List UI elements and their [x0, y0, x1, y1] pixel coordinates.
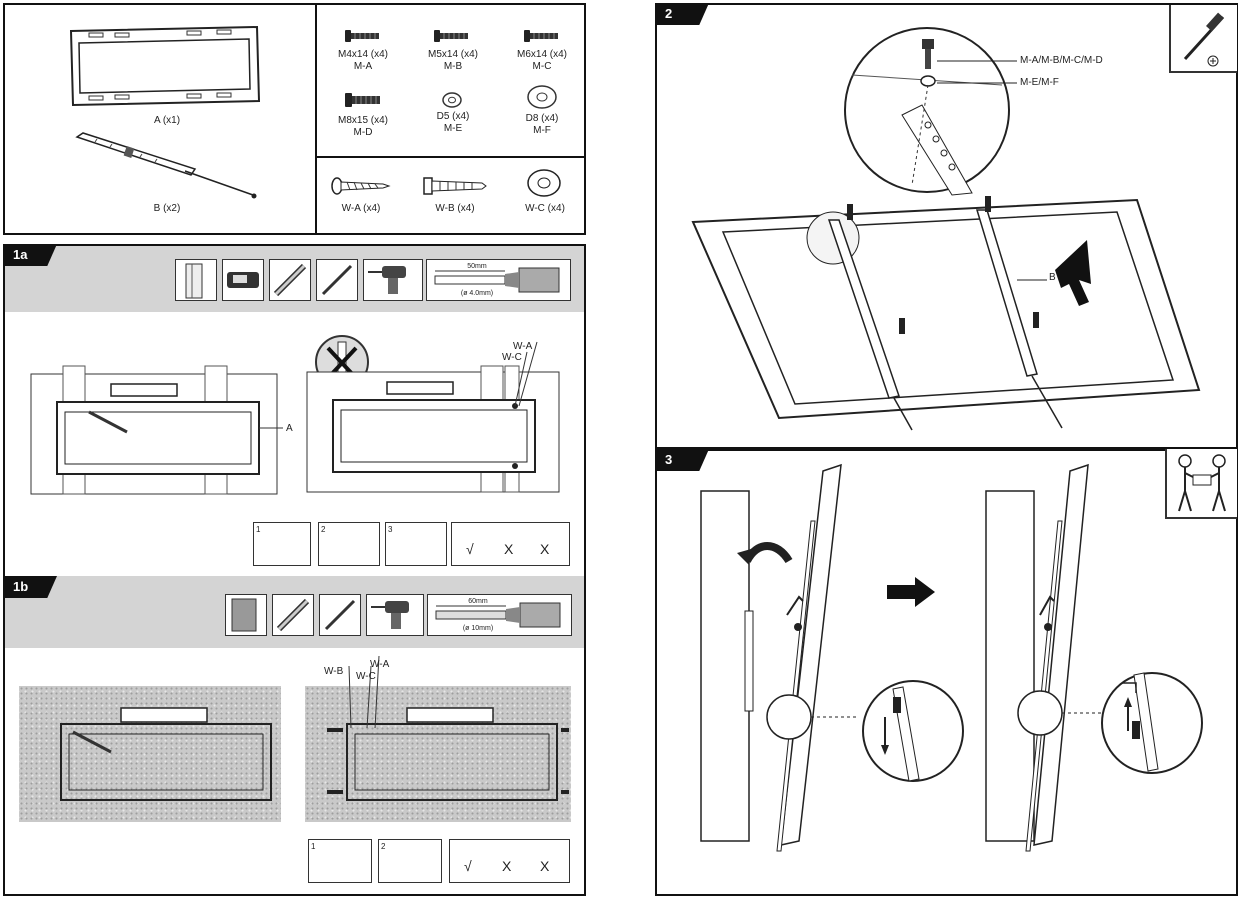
step-3-tag: 3 [655, 449, 709, 471]
step-2-tag: 2 [655, 3, 709, 25]
screwdriver-icon [1169, 5, 1237, 73]
callout-w-b: W-B [324, 666, 344, 677]
part-w-b-label: W-B (x4) [435, 203, 475, 214]
pencil-icon [319, 594, 361, 636]
part-a-label: A (x1) [153, 115, 181, 126]
part-m-c-code: M-C [532, 61, 552, 72]
drill-bit-diagram: 50mm (ø 4.0mm) [426, 259, 571, 301]
callout-w-a: W-A [513, 341, 533, 352]
screw-icon [345, 93, 380, 107]
screw-icon [524, 30, 558, 42]
part-m-b-size: M5x14 (x4) [427, 49, 478, 60]
drill-icon [366, 594, 424, 636]
check-wrong: X [540, 858, 550, 874]
check-wrong: X [504, 541, 514, 557]
step-1-panel: 1a 50mm (ø 4.0mm) A W-A W- [3, 244, 586, 896]
large-washer-icon [527, 169, 561, 197]
washer-icon [527, 85, 557, 109]
callout-screws: M-A/M-B/M-C/M-D [1020, 55, 1103, 66]
drill-diameter-note: (ø 10mm) [462, 625, 494, 632]
stud-finder-icon [222, 259, 264, 301]
parts-panel: A (x1) B (x2) M4x14 (x4) M-A M5x14 (x4) … [3, 3, 586, 235]
drill-icon [363, 259, 423, 301]
level-icon [269, 259, 311, 301]
concrete-wall-icon [225, 594, 267, 636]
step-1b-tag: 1b [3, 576, 57, 598]
part-m-d-size: M8x15 (x4) [337, 115, 388, 126]
callout-a: A [286, 423, 293, 434]
wall-plate-illustration [69, 25, 261, 107]
divider [315, 5, 317, 233]
pencil-icon [316, 259, 358, 301]
callout-b: B [1049, 272, 1056, 283]
wall-anchor-icon [423, 177, 487, 195]
part-m-b-code: M-B [443, 61, 463, 72]
anchored-plate-diagram [327, 655, 569, 801]
arrow-right-icon [887, 577, 935, 607]
wood-screw-icon [331, 177, 391, 195]
mounted-plate-wood-diagram [306, 341, 560, 493]
check-wrong: X [502, 858, 512, 874]
part-w-c-label: W-C (x4) [525, 203, 565, 214]
concrete-plate-diagram [60, 707, 272, 801]
wood-stud-wall-diagram [30, 365, 283, 495]
check-wrong: X [540, 541, 550, 557]
drill-depth-note: 60mm [468, 598, 488, 605]
washer-icon [442, 92, 462, 108]
part-m-f-size: D8 (x4) [525, 113, 559, 124]
check-ok: √ [464, 858, 472, 874]
callout-w-c: W-C [356, 671, 376, 682]
sub-step-3-box: 3 [385, 522, 447, 566]
step-3-panel: 3 [655, 449, 1238, 896]
part-m-a-size: M4x14 (x4) [337, 49, 388, 60]
part-m-a-code: M-A [353, 61, 373, 72]
drill-depth-note: 50mm [467, 263, 487, 270]
hang-tv-diagram-after [985, 463, 1203, 852]
bracket-illustration [75, 132, 257, 199]
hang-tv-diagram-before [700, 463, 964, 852]
sub-step-1-box: 1 [253, 522, 311, 566]
part-m-c-size: M6x14 (x4) [516, 49, 567, 60]
callout-lines [937, 60, 1017, 84]
part-m-e-size: D5 (x4) [436, 111, 470, 122]
step-1a-tag: 1a [3, 244, 57, 266]
callout-washers: M-E/M-F [1020, 77, 1059, 88]
level-check-box: √ X X [451, 522, 570, 566]
sub-step-1-box: 1 [308, 839, 372, 883]
screw-detail-magnifier [844, 27, 1010, 196]
part-m-d-code: M-D [353, 127, 373, 138]
drill-bit-diagram: 60mm (ø 10mm) [427, 594, 572, 636]
sub-step-2-box: 2 [318, 522, 380, 566]
level-check-box: √ X X [449, 839, 570, 883]
divider [316, 156, 586, 158]
two-person-lift-icon [1165, 449, 1237, 519]
part-m-e-code: M-E [443, 123, 463, 134]
screw-icon [345, 30, 379, 42]
stud-icon [175, 259, 217, 301]
part-w-a-label: W-A (x4) [341, 203, 381, 214]
tv-back-diagram [691, 196, 1201, 431]
part-b-label: B (x2) [153, 203, 181, 214]
callout-w-c: W-C [502, 352, 522, 363]
level-icon [272, 594, 314, 636]
part-m-f-code: M-F [533, 125, 551, 136]
drill-diameter-note: (ø 4.0mm) [460, 290, 494, 297]
callout-w-a: W-A [370, 659, 390, 670]
check-ok: √ [466, 541, 474, 557]
screw-icon [434, 30, 468, 42]
step-2-panel: 2 M-A/M-B/M-C/M-D M-E/M-F B [655, 3, 1238, 449]
sub-step-2-box: 2 [378, 839, 442, 883]
